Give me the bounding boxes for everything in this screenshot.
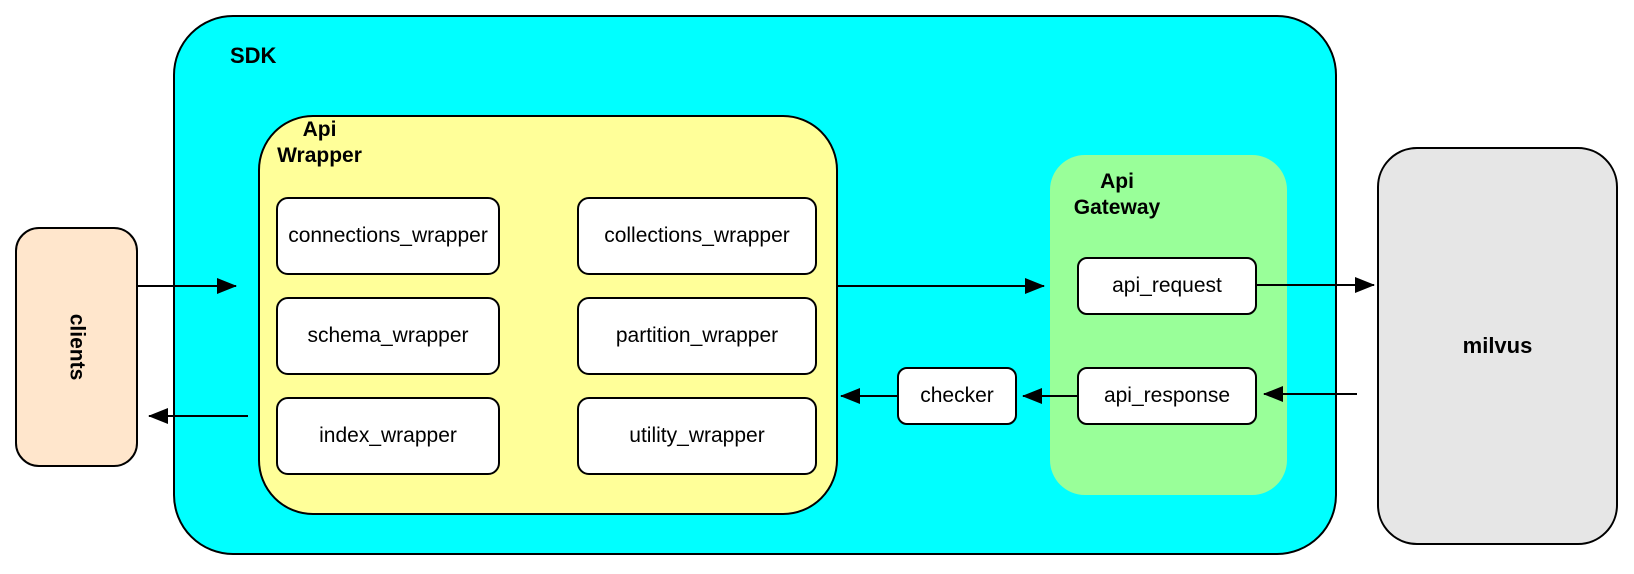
connections-wrapper-node: connections_wrapper <box>276 197 500 275</box>
utility-wrapper-node: utility_wrapper <box>577 397 817 475</box>
checker-node: checker <box>897 367 1017 425</box>
api-wrapper-label: Api Wrapper <box>277 118 362 167</box>
api-gateway-label: Api Gateway <box>1073 170 1161 219</box>
index-wrapper-node: index_wrapper <box>276 397 500 475</box>
api-gateway-container <box>1050 155 1287 495</box>
milvus-box: milvus <box>1377 147 1618 545</box>
api-response-node: api_response <box>1077 367 1257 425</box>
api-request-node: api_request <box>1077 257 1257 315</box>
partition-wrapper-node: partition_wrapper <box>577 297 817 375</box>
milvus-label: milvus <box>1462 333 1533 358</box>
schema-wrapper-node: schema_wrapper <box>276 297 500 375</box>
clients-label: clients <box>65 313 89 381</box>
sdk-label: SDK <box>230 43 277 68</box>
collections-wrapper-node: collections_wrapper <box>577 197 817 275</box>
api-wrapper-grid: connections_wrapper collections_wrapper … <box>276 197 817 475</box>
clients-box: clients <box>15 227 138 467</box>
